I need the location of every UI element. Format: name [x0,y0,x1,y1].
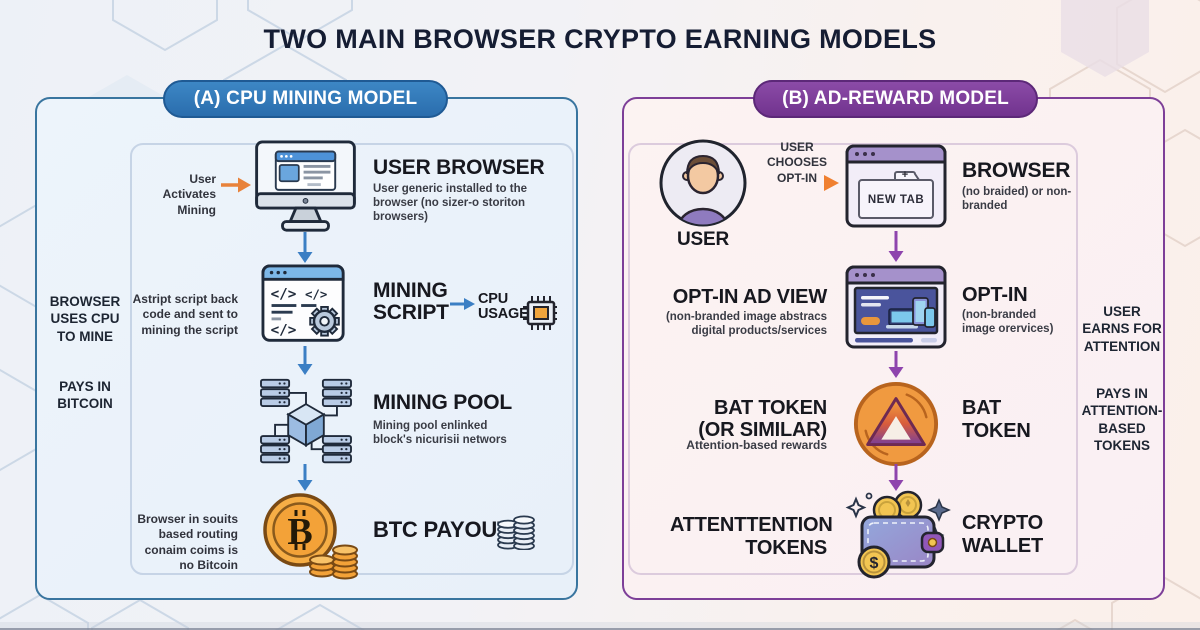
crypto-wallet-icon: $ [845,490,951,579]
code-window-icon: </> </> </> [261,264,345,342]
sub-bat-token: Attention-based rewards [686,438,827,452]
sparkle-icon [927,498,951,522]
coin-stack-icon [497,515,535,550]
sub-opt-in-ad-view: (non-branded image abstracs digital prod… [665,311,827,337]
heading-btc-payout: BTC PAYOUT [373,517,511,542]
svg-text:</>: </> [271,323,297,339]
heading-user-browser: USER BROWSER [373,156,545,179]
coin-stacks [309,544,358,580]
side-label-pays-in-tokens: PAYS IN ATTENTION-BASED TOKENS [1081,386,1163,453]
ad-view-browser-icon [845,265,947,349]
heading-bat-token-left: BAT TOKEN (OR SIMILAR) [698,397,827,442]
cpu-chip-icon [523,296,557,330]
panel-b-header-label: (B) AD-REWARD MODEL [782,88,1009,109]
label-user: USER [677,229,729,250]
new-tab-browser-icon: + NEW TAB [845,144,947,228]
heading-mining-script: MINING SCRIPT [373,279,449,325]
heading-bat-token-right: BAT TOKEN [962,397,1031,442]
annotation-user-chooses-opt-in: USER CHOOSES OPT-IN [766,140,827,185]
user-avatar-icon [659,139,747,227]
heading-attention-tokens: ATTENTTENTION TOKENS [670,514,833,559]
bitcoin-coin-icon: B [263,493,358,580]
purple-down-arrow-icon [888,231,904,262]
sparkle-icon [845,496,867,519]
sub-mining-pool: Mining pool enlinked block's nicurisii n… [373,420,507,446]
heading-browser: BROWSER [962,159,1071,182]
sub-user-browser: User generic installed to the browser (n… [373,183,528,223]
sub-opt-in: (non-branded image orervices) [962,309,1054,335]
orange-arrow-icon [753,175,839,191]
bottom-edge-line [0,628,1200,630]
heading-opt-in: OPT-IN [962,284,1028,306]
gear-icon [309,306,340,337]
svg-text:$: $ [870,555,879,572]
panel-a-header-label: (A) CPU MINING MODEL [193,88,418,109]
svg-text:B: B [287,511,312,553]
new-tab-label: NEW TAB [868,194,924,206]
svg-text:</>: </> [271,286,297,302]
side-label-user-earns: USER EARNS FOR ATTENTION [1082,304,1162,354]
svg-text:+: + [902,169,908,181]
bottom-strip [0,622,1200,630]
purple-down-arrow-icon [888,351,904,378]
annotation-mining-script: Astript script back code and sent to min… [132,292,238,337]
dollar-coin: $ [857,545,891,579]
blue-down-arrow-icon [297,346,313,375]
side-label-pays-in-bitcoin: PAYS IN BITCOIN [57,379,113,412]
panel-b-header-pill: (B) AD-REWARD MODEL [753,80,1038,118]
blue-down-arrow-icon [297,232,313,263]
sub-browser: (no braided) or non-branded [962,186,1072,212]
orange-arrow-icon [221,177,251,193]
svg-text:</>: </> [305,286,327,301]
page-title: TWO MAIN BROWSER CRYPTO EARNING MODELS [263,24,937,54]
side-label-browser-uses-cpu: BROWSER USES CPU TO MINE [49,294,121,344]
annotation-btc-payout: Browser in souits based routing conaim c… [137,512,238,573]
annotation-user-activates-mining: User Activates Mining [162,172,216,217]
panel-b-flow-area [628,143,1078,575]
heading-crypto-wallet: CRYPTO WALLET [962,512,1044,557]
heading-mining-pool: MINING POOL [373,391,512,414]
blue-right-arrow-icon [450,298,475,310]
bat-token-icon [853,381,939,467]
monitor-browser-icon [255,140,356,232]
label-cpu-usage: CPU USAGE [478,291,529,323]
blue-down-arrow-icon [297,464,313,491]
heading-opt-in-ad-view: OPT-IN AD VIEW [672,286,827,308]
mining-pool-icon [260,378,352,464]
panel-a-header-pill: (A) CPU MINING MODEL [163,80,448,118]
purple-down-arrow-icon [888,464,904,491]
